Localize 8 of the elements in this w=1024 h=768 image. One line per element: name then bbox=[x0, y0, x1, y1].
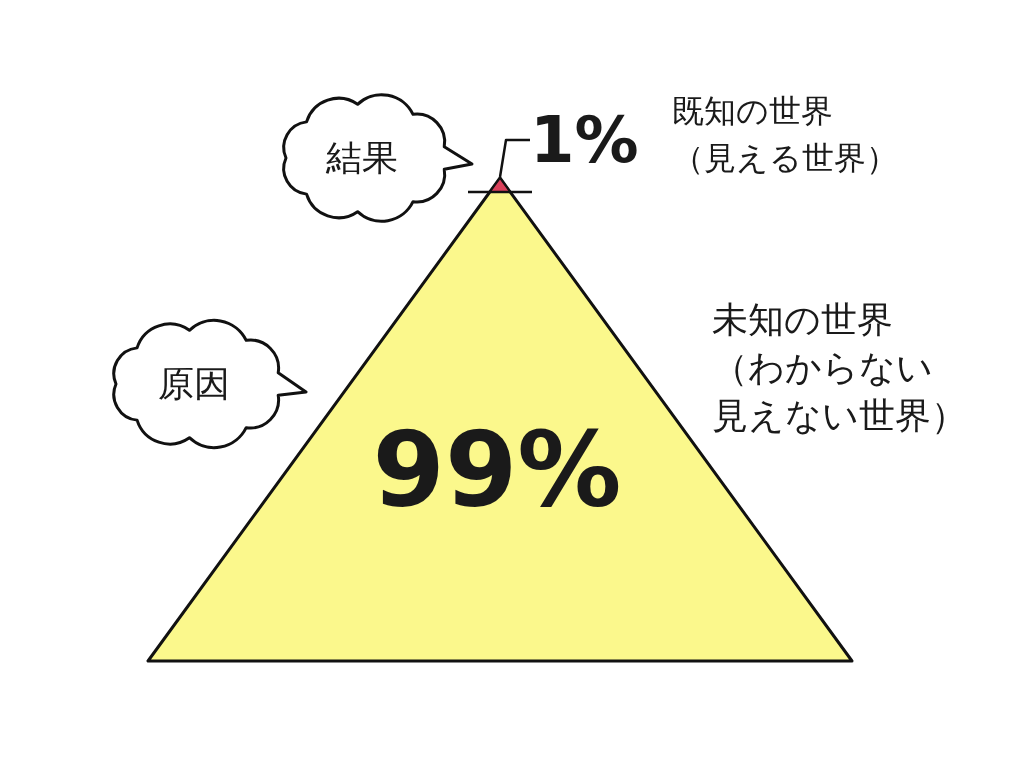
leader-line bbox=[498, 138, 530, 178]
bubble-text: 原因 bbox=[158, 366, 230, 402]
apex-segment bbox=[489, 177, 511, 193]
bubble-text: 結果 bbox=[326, 140, 398, 176]
annotation-text: 未知の世界（わからない見えない世界） bbox=[712, 298, 967, 438]
percentage-label: 1% bbox=[530, 108, 639, 172]
annotation-text: 既知の世界（見える世界） bbox=[672, 91, 898, 179]
percentage-label: 99% bbox=[372, 418, 622, 522]
